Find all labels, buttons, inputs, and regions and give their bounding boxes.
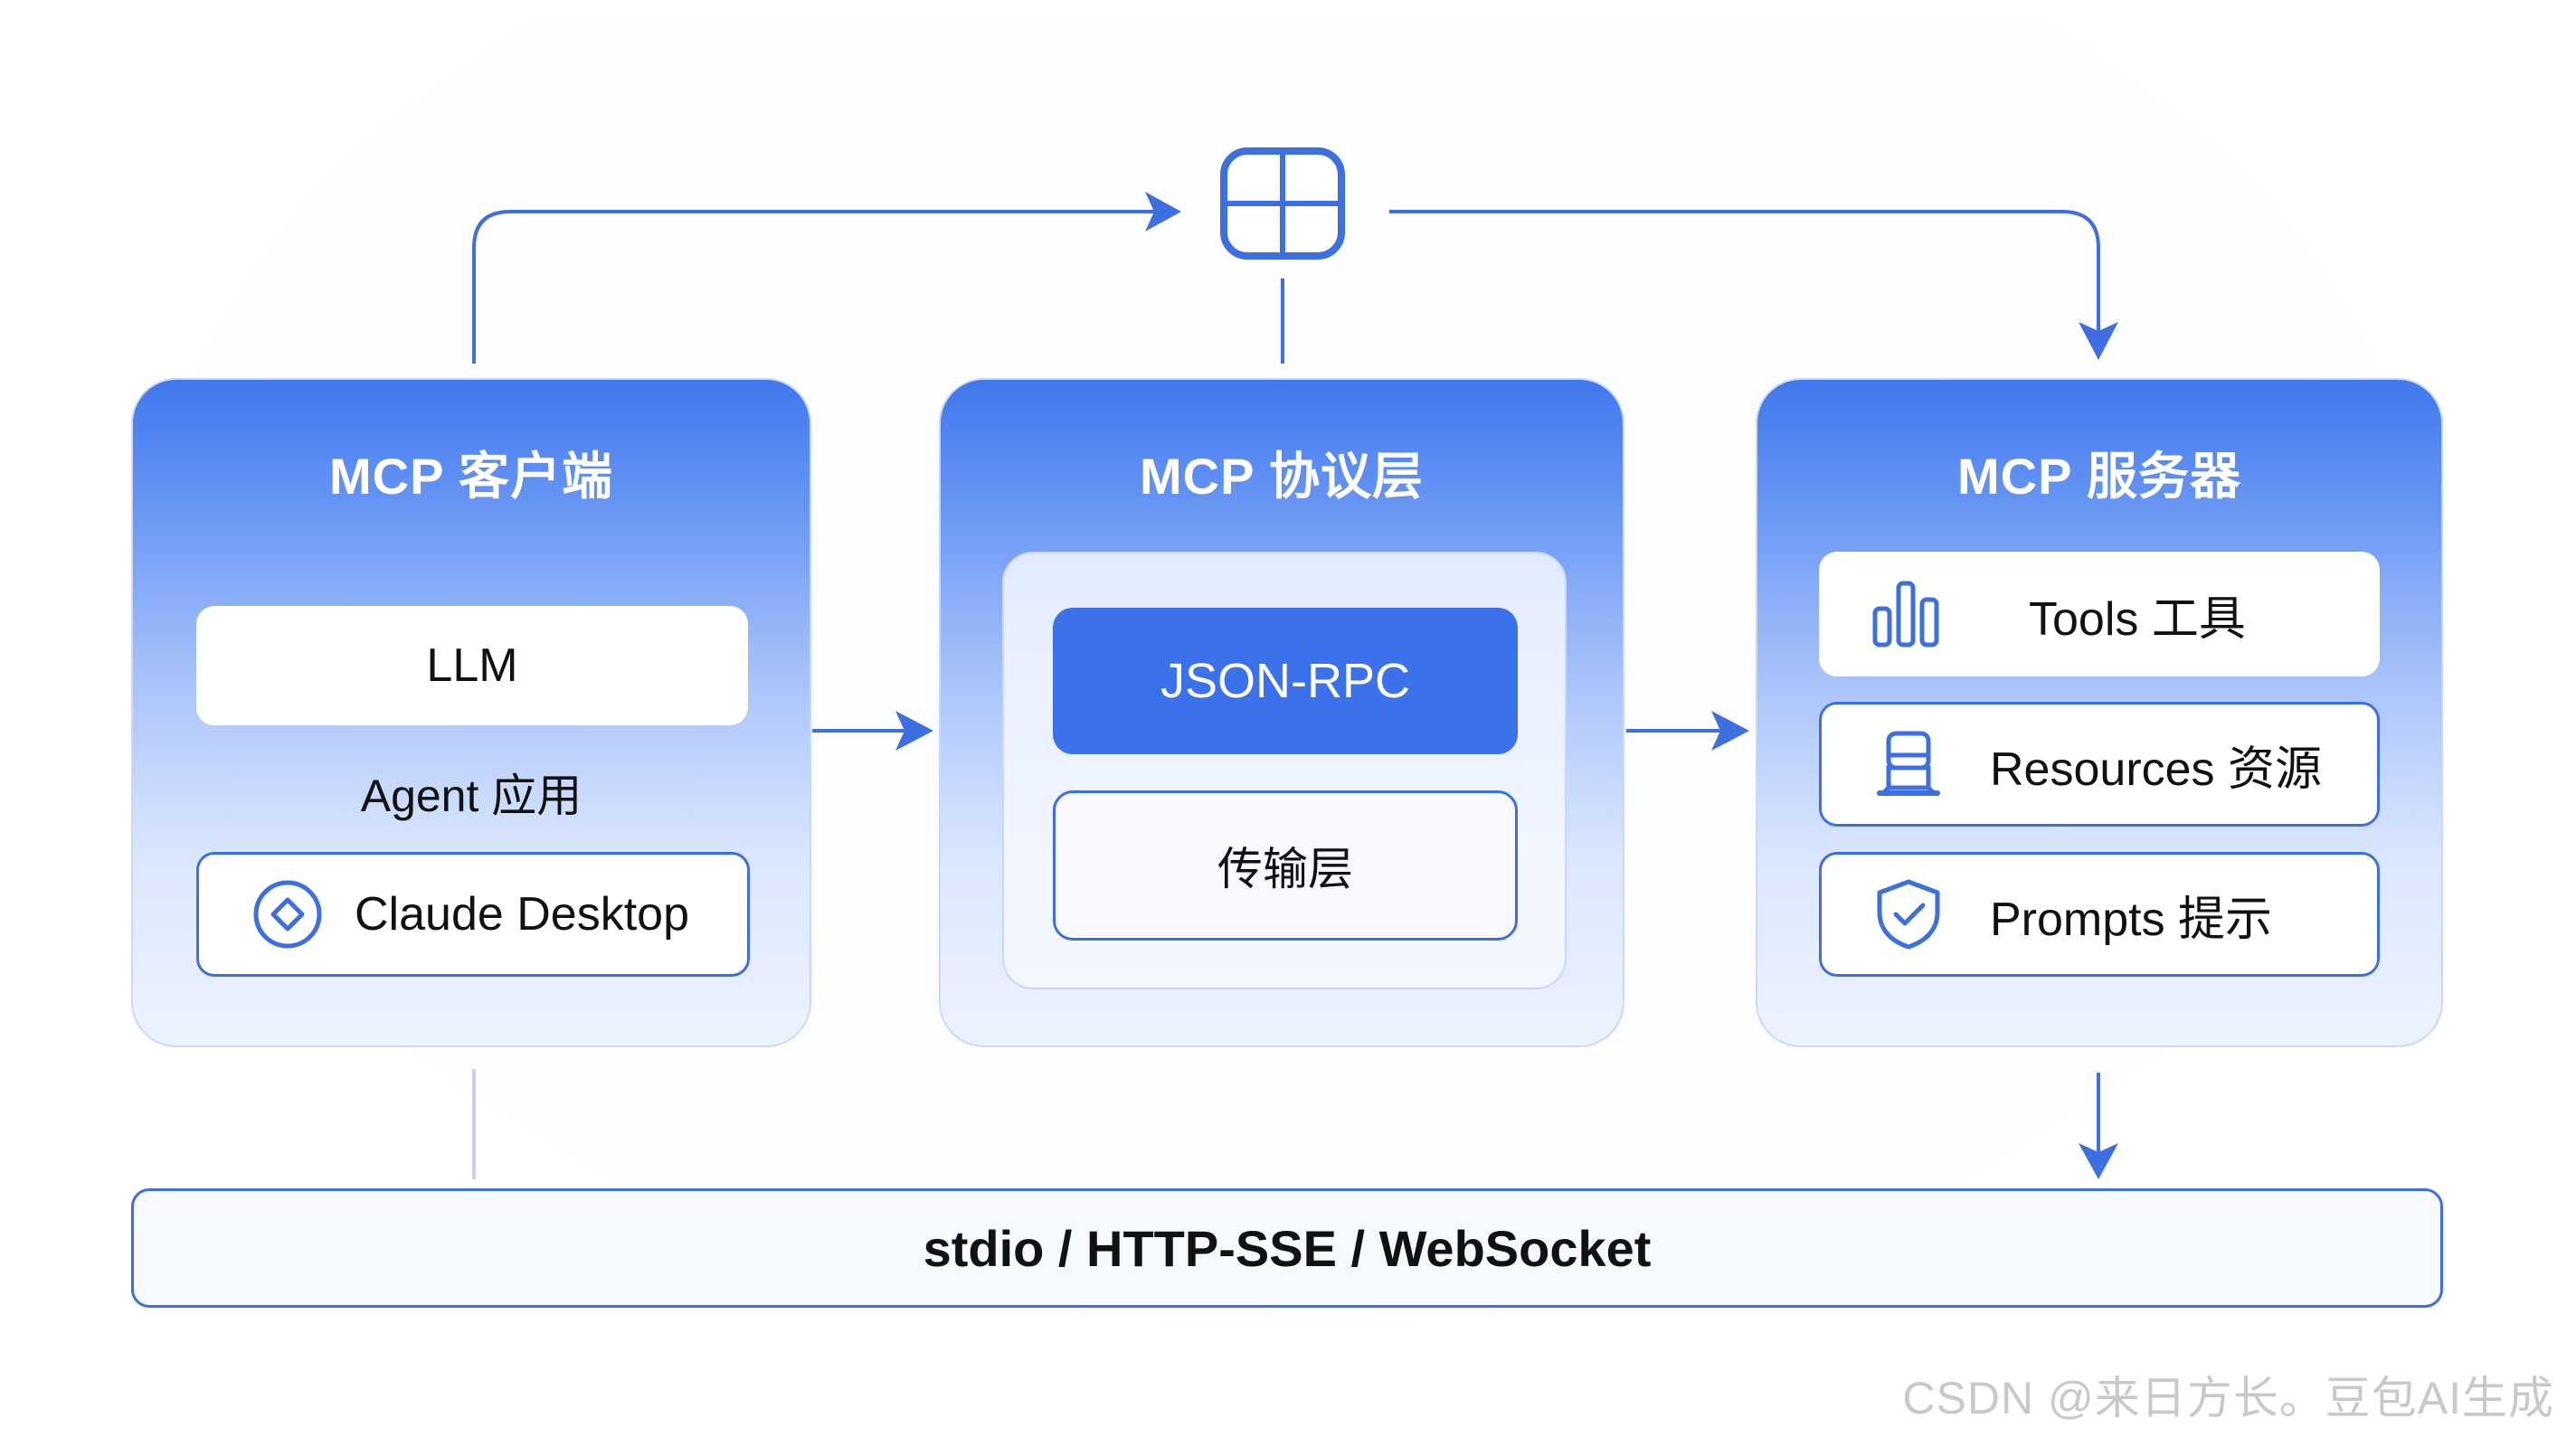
shield-check-icon <box>1872 878 1945 950</box>
resources-label: Resources 资源 <box>1990 742 2322 796</box>
client-to-hub-line <box>472 210 1172 364</box>
mcp-protocol-panel: MCP 协议层 JSON-RPC 传输层 <box>939 378 1624 1047</box>
mcp-server-panel: MCP 服务器 Tools 工具 Resources 资源 <box>1756 378 2443 1047</box>
llm-box[interactable]: LLM <box>196 606 748 725</box>
client-to-hub-arrowhead <box>1145 192 1181 232</box>
hub-to-server-arrowhead <box>2079 322 2118 360</box>
transport-protocols-bar[interactable]: stdio / HTTP-SSE / WebSocket <box>131 1188 2443 1308</box>
client-title: MCP 客户端 <box>329 448 613 505</box>
client-to-protocol-arrowhead <box>895 711 933 751</box>
mcp-client-panel: MCP 客户端 LLM Agent 应用 Claude Desktop <box>131 378 811 1047</box>
grid-window-icon <box>1219 147 1346 260</box>
json-rpc-box[interactable]: JSON-RPC <box>1053 608 1518 754</box>
server-icon <box>1872 728 1945 800</box>
transport-layer-box[interactable]: 传输层 <box>1053 790 1518 941</box>
resources-box[interactable]: Resources 资源 <box>1819 702 2380 827</box>
watermark: CSDN @来日方长。豆包AI生成 <box>1902 1373 2554 1423</box>
llm-label: LLM <box>426 639 518 692</box>
tools-label: Tools 工具 <box>2029 592 2246 646</box>
diamond-circle-icon <box>251 878 324 950</box>
bar-chart-icon <box>1870 578 1942 650</box>
transport-layer-label: 传输层 <box>1217 844 1353 894</box>
claude-desktop-label: Claude Desktop <box>355 888 689 941</box>
protocol-title: MCP 协议层 <box>1140 448 1424 505</box>
protocol-inner-card: JSON-RPC 传输层 <box>1002 552 1567 989</box>
server-title: MCP 服务器 <box>1957 448 2241 505</box>
tools-box[interactable]: Tools 工具 <box>1819 552 2380 676</box>
json-rpc-label: JSON-RPC <box>1160 654 1410 708</box>
hub-to-server-line <box>1389 210 2100 344</box>
transport-protocols-label: stdio / HTTP-SSE / WebSocket <box>923 1219 1652 1277</box>
agent-app-label: Agent 应用 <box>360 771 582 821</box>
claude-desktop-box[interactable]: Claude Desktop <box>196 852 750 977</box>
server-to-transport-arrowhead <box>2079 1143 2118 1179</box>
prompts-label: Prompts 提示 <box>1990 893 2273 946</box>
protocol-to-server-arrowhead <box>1711 711 1749 751</box>
prompts-box[interactable]: Prompts 提示 <box>1819 852 2380 977</box>
